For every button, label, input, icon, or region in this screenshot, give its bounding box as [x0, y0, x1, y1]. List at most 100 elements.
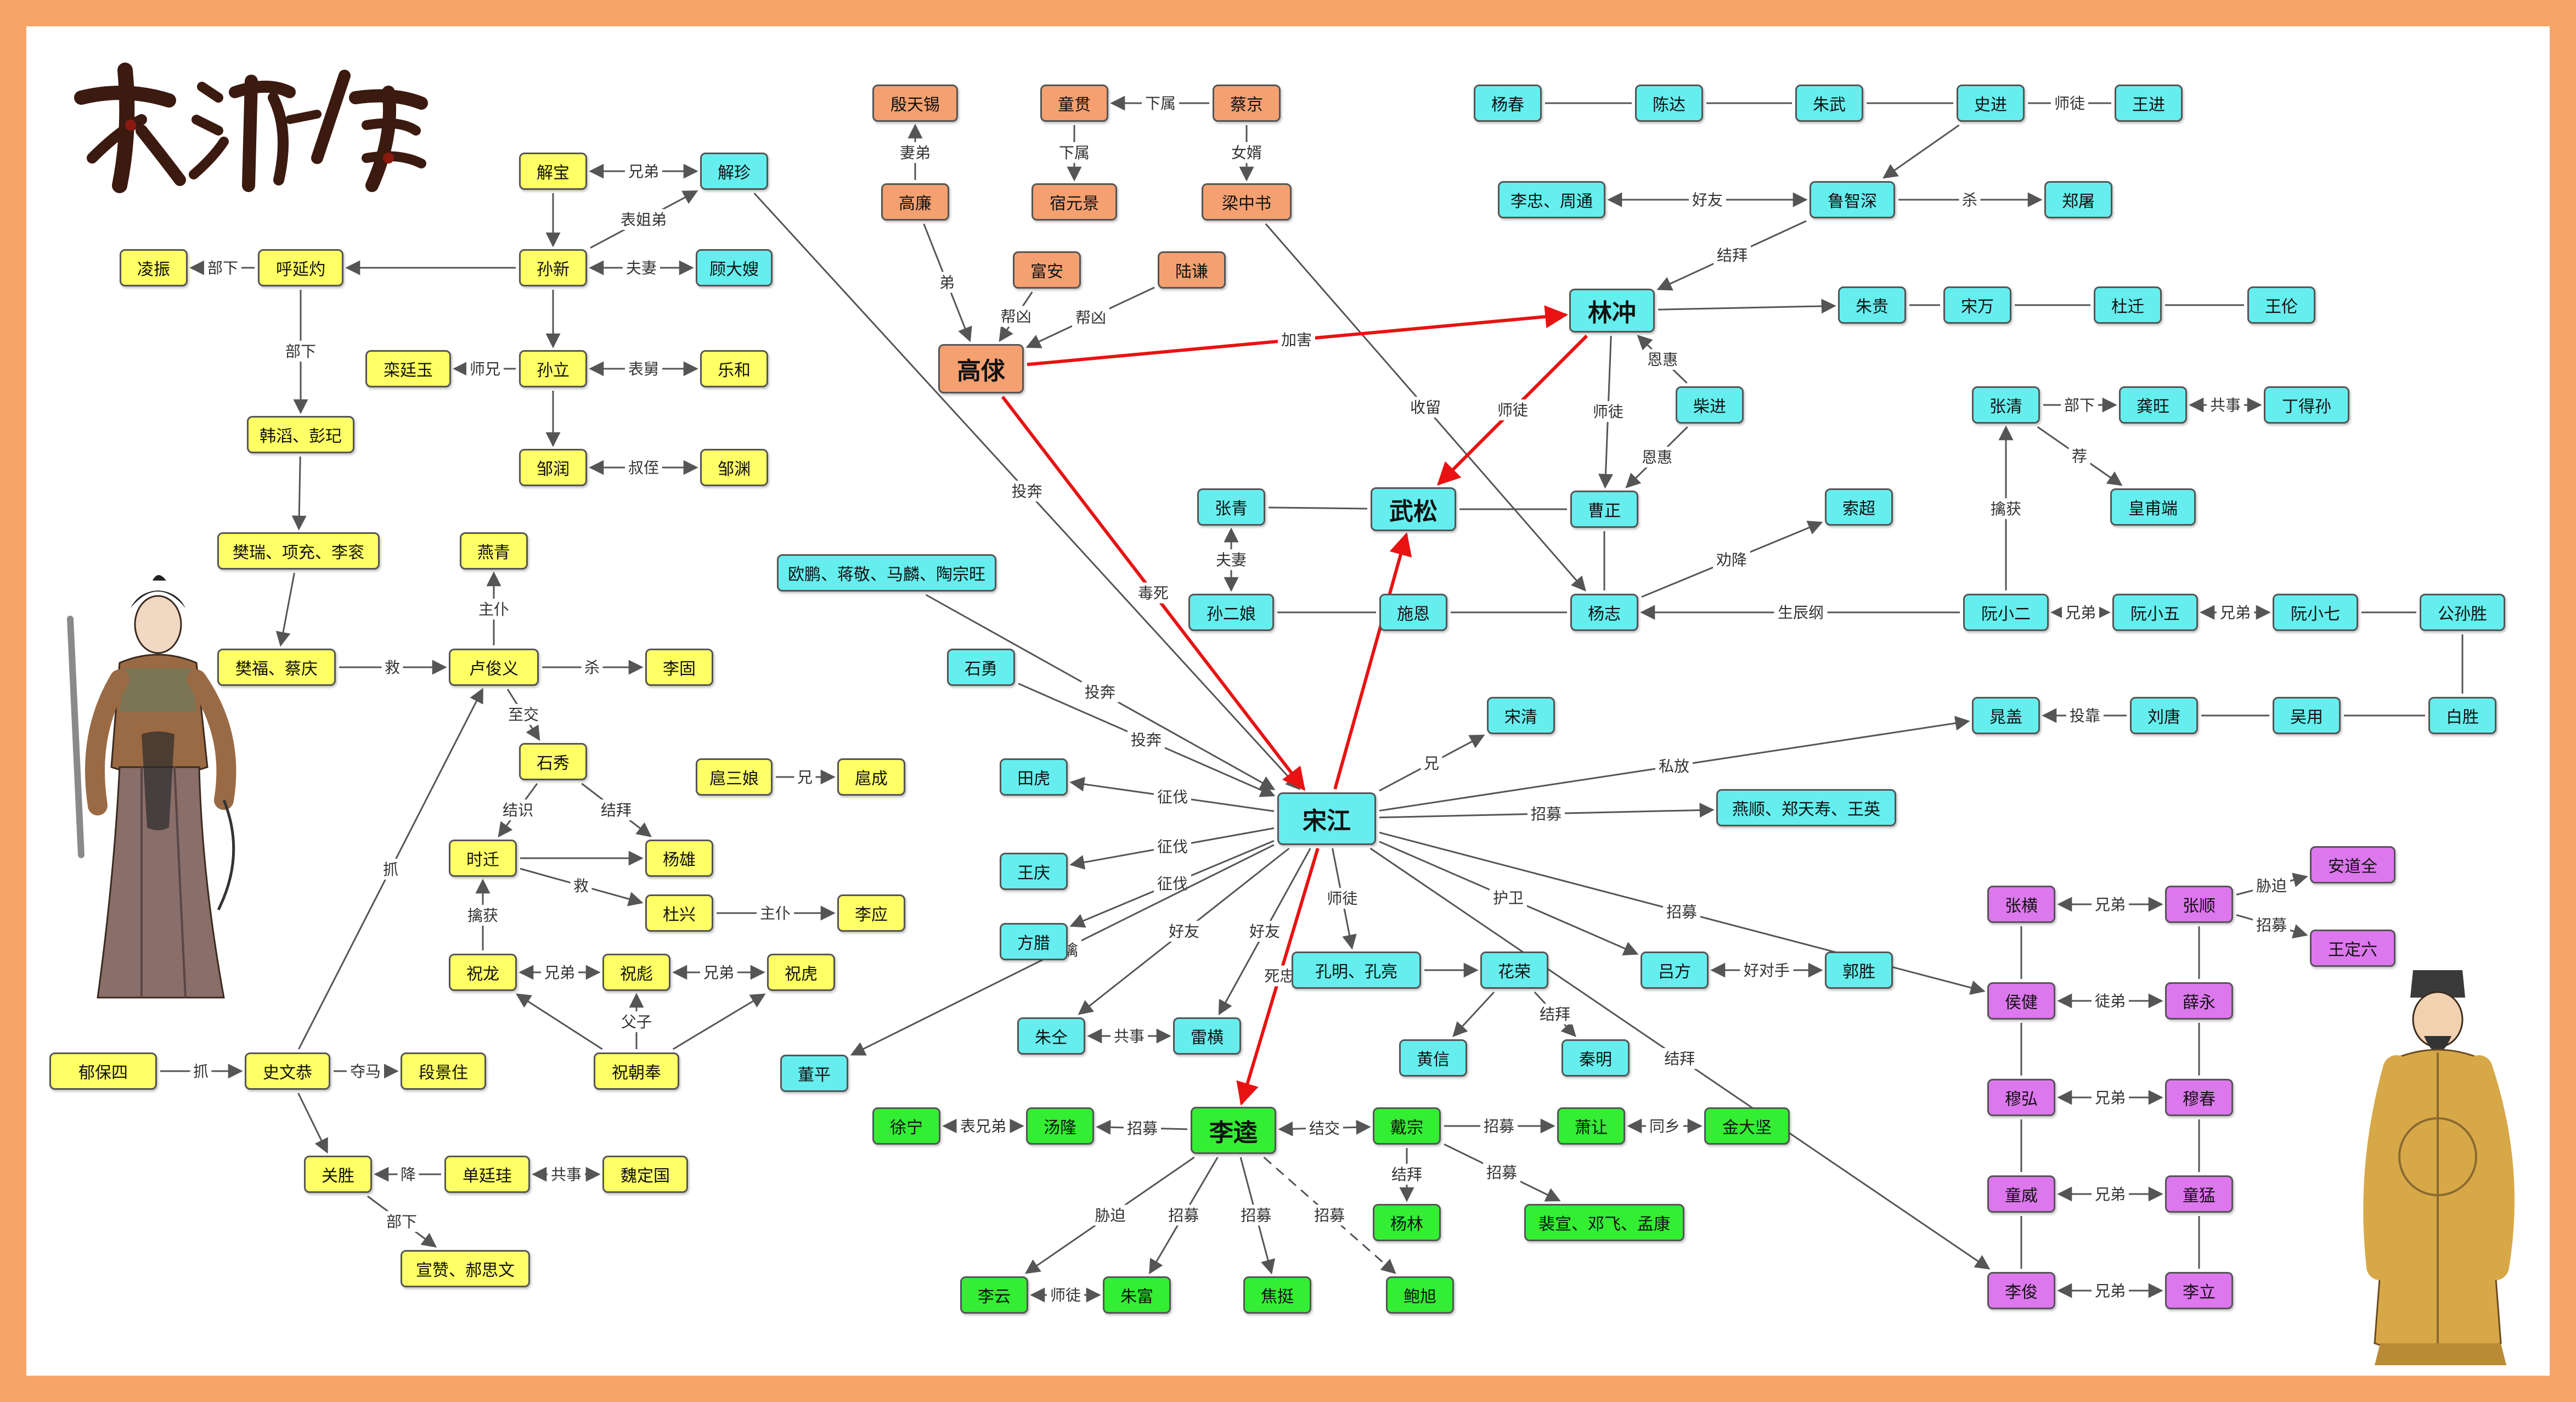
node-xiezhen[interactable]: 解珍 — [700, 153, 768, 190]
node-suyuanjing[interactable]: 宿元景 — [1031, 183, 1117, 221]
node-tongwei[interactable]: 童威 — [1987, 1175, 2055, 1213]
node-lingzhen[interactable]: 凌振 — [120, 249, 188, 286]
node-chaogai[interactable]: 晁盖 — [1972, 697, 2040, 734]
node-guansheng[interactable]: 关胜 — [304, 1156, 372, 1193]
node-lujunyi[interactable]: 卢俊义 — [449, 649, 539, 686]
node-tongguan[interactable]: 童贯 — [1040, 85, 1108, 122]
node-hantao[interactable]: 韩滔、彭玘 — [247, 416, 354, 453]
node-yuehe[interactable]: 乐和 — [700, 350, 768, 387]
node-caijing[interactable]: 蔡京 — [1213, 85, 1281, 122]
node-fangla[interactable]: 方腊 — [1000, 923, 1068, 960]
node-tanglong[interactable]: 汤隆 — [1026, 1107, 1094, 1145]
node-zhengtu[interactable]: 郑屠 — [2044, 181, 2112, 218]
node-yanqing[interactable]: 燕青 — [460, 532, 528, 570]
node-daizong[interactable]: 戴宗 — [1373, 1107, 1441, 1145]
node-duanjingzhu[interactable]: 段景住 — [401, 1052, 486, 1090]
node-shijin[interactable]: 史进 — [1957, 85, 2025, 122]
node-xuanzan[interactable]: 宣赞、郝思文 — [401, 1250, 530, 1287]
node-yangzhi[interactable]: 杨志 — [1570, 594, 1638, 631]
node-zhutong[interactable]: 朱仝 — [1017, 1017, 1085, 1055]
node-zouyuan[interactable]: 邹渊 — [700, 449, 768, 486]
node-zhugui[interactable]: 朱贵 — [1838, 286, 1906, 324]
node-wusong[interactable]: 武松 — [1371, 487, 1456, 531]
node-xiaorang[interactable]: 萧让 — [1557, 1107, 1625, 1145]
node-houjian[interactable]: 侯健 — [1987, 982, 2055, 1020]
node-zhangqing2[interactable]: 张青 — [1197, 488, 1265, 526]
node-muhong[interactable]: 穆弘 — [1987, 1079, 2055, 1116]
node-jiaoting[interactable]: 焦挺 — [1243, 1276, 1311, 1314]
node-chenda[interactable]: 陈达 — [1635, 85, 1703, 122]
node-yangxiong[interactable]: 杨雄 — [645, 840, 713, 877]
node-baoxu[interactable]: 鲍旭 — [1386, 1276, 1454, 1314]
node-huyanzhuo[interactable]: 呼延灼 — [258, 249, 343, 286]
node-baisheng[interactable]: 白胜 — [2428, 697, 2496, 734]
node-jindajian[interactable]: 金大坚 — [1704, 1107, 1790, 1145]
node-oupeng[interactable]: 欧鹏、蒋敬、马麟、陶宗旺 — [777, 554, 996, 592]
node-ruanxiaoer[interactable]: 阮小二 — [1963, 594, 2049, 631]
node-linchong[interactable]: 林冲 — [1569, 289, 1655, 333]
node-zhufu[interactable]: 朱富 — [1103, 1276, 1171, 1314]
node-zhangheng[interactable]: 张横 — [1987, 886, 2055, 923]
node-shixiu[interactable]: 石秀 — [519, 743, 587, 780]
node-xuning[interactable]: 徐宁 — [872, 1107, 940, 1145]
node-lijun[interactable]: 李俊 — [1987, 1272, 2055, 1309]
node-shiqian[interactable]: 时迁 — [449, 840, 517, 877]
node-zhuhu[interactable]: 祝虎 — [767, 954, 835, 991]
node-lizhong[interactable]: 李忠、周通 — [1498, 181, 1605, 218]
node-tianhu[interactable]: 田虎 — [1000, 758, 1068, 796]
node-fanrui[interactable]: 樊瑞、项充、李衮 — [217, 532, 380, 570]
node-weidingguo[interactable]: 魏定国 — [602, 1156, 688, 1193]
node-gudasao[interactable]: 顾大嫂 — [696, 249, 773, 286]
node-duxing[interactable]: 杜兴 — [645, 894, 713, 932]
node-yanshun[interactable]: 燕顺、郑天寿、王英 — [1716, 789, 1896, 826]
node-lvfang[interactable]: 吕方 — [1641, 951, 1709, 989]
node-qinming[interactable]: 秦明 — [1562, 1039, 1630, 1077]
node-duqian[interactable]: 杜迁 — [2094, 286, 2162, 324]
node-wanglun[interactable]: 王伦 — [2247, 286, 2315, 324]
node-zhangqing1[interactable]: 张清 — [1972, 386, 2040, 424]
node-fanfu[interactable]: 樊福、蔡庆 — [217, 649, 336, 686]
node-zhuwu[interactable]: 朱武 — [1795, 85, 1863, 122]
node-caozheng[interactable]: 曹正 — [1570, 491, 1638, 528]
node-wuyong[interactable]: 吴用 — [2273, 697, 2341, 734]
node-suochao[interactable]: 索超 — [1825, 488, 1893, 526]
node-gongwang[interactable]: 龚旺 — [2119, 386, 2187, 424]
node-zourun[interactable]: 邹润 — [519, 449, 587, 486]
node-liyun[interactable]: 李云 — [960, 1276, 1028, 1314]
node-andaoquan[interactable]: 安道全 — [2310, 846, 2395, 883]
node-muchun[interactable]: 穆春 — [2165, 1079, 2233, 1116]
node-fuan[interactable]: 富安 — [1013, 251, 1081, 289]
node-tongmeng[interactable]: 童猛 — [2165, 1175, 2233, 1213]
node-xueyong[interactable]: 薛永 — [2165, 982, 2233, 1020]
node-ruanxiaowu[interactable]: 阮小五 — [2112, 594, 2198, 631]
node-songwan[interactable]: 宋万 — [1943, 286, 2011, 324]
node-songjiang[interactable]: 宋江 — [1277, 792, 1376, 845]
node-wangqing[interactable]: 王庆 — [1000, 853, 1068, 890]
node-guosheng[interactable]: 郭胜 — [1825, 951, 1893, 989]
node-huangxin[interactable]: 黄信 — [1399, 1039, 1467, 1077]
node-sunli[interactable]: 孙立 — [519, 350, 587, 387]
node-liangzhongshu[interactable]: 梁中书 — [1202, 183, 1292, 221]
node-kongming[interactable]: 孔明、孔亮 — [1292, 951, 1421, 989]
node-huangfuduan[interactable]: 皇甫端 — [2110, 488, 2196, 526]
node-yintianxi[interactable]: 殷天锡 — [872, 85, 958, 122]
node-yubaosi[interactable]: 郁保四 — [49, 1052, 157, 1090]
node-luzhishen[interactable]: 鲁智深 — [1810, 181, 1895, 218]
node-liutang[interactable]: 刘唐 — [2130, 697, 2198, 734]
node-wangjin[interactable]: 王进 — [2115, 85, 2183, 122]
node-zhangshun[interactable]: 张顺 — [2165, 886, 2233, 923]
node-gaolian[interactable]: 高廉 — [881, 183, 949, 221]
node-shiyong[interactable]: 石勇 — [947, 649, 1015, 686]
node-songqing[interactable]: 宋清 — [1487, 697, 1555, 734]
node-yangchun[interactable]: 杨春 — [1474, 85, 1542, 122]
node-luantingyu[interactable]: 栾廷玉 — [365, 350, 451, 387]
node-hucheng[interactable]: 扈成 — [837, 758, 905, 796]
node-shien[interactable]: 施恩 — [1379, 594, 1447, 631]
node-dongping[interactable]: 董平 — [780, 1055, 848, 1092]
node-xiebao[interactable]: 解宝 — [519, 153, 587, 190]
node-ruanxiaoqi[interactable]: 阮小七 — [2273, 594, 2358, 631]
node-zhuchaofeng[interactable]: 祝朝奉 — [594, 1052, 679, 1090]
node-liguo[interactable]: 李固 — [645, 649, 713, 686]
node-leiheng[interactable]: 雷横 — [1173, 1017, 1241, 1055]
node-peixuan[interactable]: 裴宣、邓飞、孟康 — [1524, 1204, 1684, 1241]
